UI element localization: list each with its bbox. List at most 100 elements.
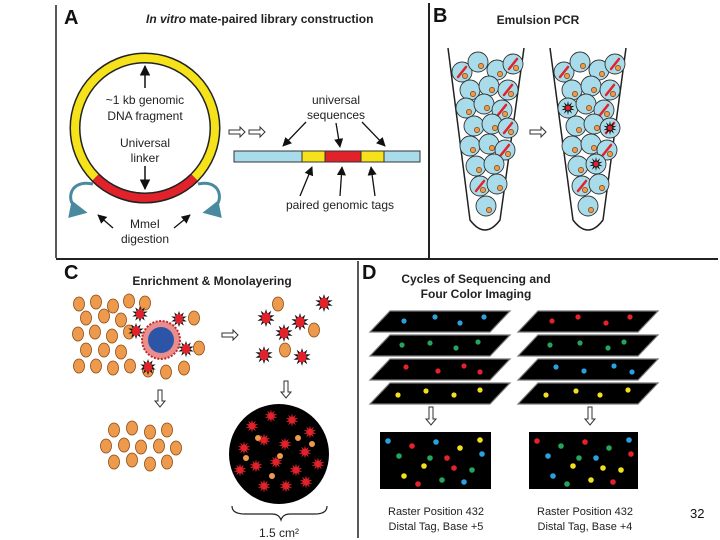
mixed-beads xyxy=(72,293,205,380)
amplified-bead-core xyxy=(607,125,613,131)
spiky-bead xyxy=(143,362,153,372)
scale-brace xyxy=(231,505,328,522)
capture-bead-small xyxy=(494,165,500,171)
bead xyxy=(98,308,110,324)
emulsion-droplet xyxy=(580,75,602,97)
imaging-plane xyxy=(368,310,512,333)
fluorescent-dot xyxy=(553,364,559,370)
process-arrow-b xyxy=(529,125,547,139)
imaging-plane xyxy=(516,382,660,405)
capture-bead-small xyxy=(470,91,476,97)
emulsion-droplet xyxy=(483,153,505,175)
capture-bead-small xyxy=(508,91,514,97)
bead xyxy=(72,326,84,342)
panel-a-letter: A xyxy=(64,7,78,29)
pcr-tube-right xyxy=(549,47,627,231)
composite-dot xyxy=(558,443,564,449)
bead xyxy=(161,422,173,438)
plate-beads xyxy=(233,409,325,493)
dna-template xyxy=(507,57,519,71)
linker-label-2: linker xyxy=(131,151,160,165)
bead xyxy=(126,452,138,468)
bead xyxy=(135,439,147,455)
capture-bead-small xyxy=(505,151,511,157)
capture-bead-small xyxy=(604,111,610,117)
bead xyxy=(272,296,284,312)
emulsion-droplet xyxy=(465,155,487,177)
imaging-plane xyxy=(516,334,660,357)
capture-bead-small xyxy=(489,87,495,93)
composite-dot xyxy=(396,453,402,459)
fluorescent-dot xyxy=(399,342,405,348)
panel-dividers xyxy=(55,3,718,538)
capture-bead-small xyxy=(582,187,588,193)
capture-bead-small xyxy=(470,147,476,153)
fluorescent-dot xyxy=(457,320,463,326)
fluorescent-dot xyxy=(575,314,581,320)
bead xyxy=(80,310,92,326)
fluorescent-dot xyxy=(625,387,631,393)
fluorescent-dot xyxy=(403,364,409,370)
composite-dot xyxy=(534,438,540,444)
bead xyxy=(170,440,182,456)
fluorescent-dot xyxy=(573,388,579,394)
dna-template xyxy=(604,83,616,97)
plate-spiky-bead xyxy=(278,437,292,451)
process-arrow-a xyxy=(228,125,266,139)
bead xyxy=(144,456,156,472)
composite-dot xyxy=(433,439,439,445)
panel-d: D Cycles of Sequencing and Four Color Im… xyxy=(362,262,660,533)
composite-dot xyxy=(415,481,421,487)
composite-dot xyxy=(461,479,467,485)
right-caption-1: Raster Position 432 xyxy=(537,506,633,518)
capture-bead-small xyxy=(591,145,597,151)
capture-bead-small xyxy=(591,87,597,93)
emulsion-droplet xyxy=(459,135,481,157)
bead xyxy=(279,342,291,358)
emulsion-droplet xyxy=(463,115,485,137)
bead xyxy=(124,358,136,374)
emulsion-droplet xyxy=(565,115,587,137)
imaging-plane xyxy=(368,334,512,357)
emulsion-droplet xyxy=(478,75,500,97)
plate-spiky-bead xyxy=(233,463,247,477)
panel-a: A In vitro mate-paired library construct… xyxy=(64,7,421,246)
page-number: 32 xyxy=(690,506,705,521)
bead xyxy=(108,422,120,438)
panel-b: B Emulsion PCR xyxy=(433,5,627,231)
emulsion-droplets-left xyxy=(451,51,524,217)
composite-dot xyxy=(385,438,391,444)
bead xyxy=(90,294,102,310)
fluorescent-dot xyxy=(547,342,553,348)
fluorescent-dot xyxy=(543,392,549,398)
process-arrow-c-down-left xyxy=(153,389,167,408)
bead xyxy=(160,364,172,380)
bead xyxy=(90,358,102,374)
spiky-bead xyxy=(319,297,329,309)
fluorescent-dot xyxy=(477,369,483,375)
composite-dot xyxy=(576,455,582,461)
plate-bead xyxy=(309,441,315,447)
plate-bead xyxy=(269,473,275,479)
fluorescent-dot xyxy=(477,387,483,393)
composite-dot xyxy=(477,437,483,443)
capture-bead-small xyxy=(474,127,480,133)
bead xyxy=(123,293,135,309)
amplified-bead-core xyxy=(565,105,571,111)
dna-template xyxy=(576,179,588,193)
composite-dot xyxy=(628,451,634,457)
spiky-bead xyxy=(181,344,191,354)
process-arrow-d-left xyxy=(424,406,438,426)
panel-a-title-rest: mate-paired library construction xyxy=(186,12,373,26)
bead xyxy=(115,312,127,328)
construct-arrows xyxy=(282,121,386,197)
panel-c-title: Enrichment & Monolayering xyxy=(132,274,291,288)
panel-d-letter: D xyxy=(362,262,376,284)
fluorescent-dot xyxy=(427,340,433,346)
panel-d-title-2: Four Color Imaging xyxy=(421,287,532,301)
right-caption-2: Distal Tag, Base +4 xyxy=(538,521,633,533)
linker-label-1: Universal xyxy=(120,136,170,150)
fluorescent-dot xyxy=(621,339,627,345)
capture-bead-small xyxy=(489,145,495,151)
capture-bead-small xyxy=(610,91,616,97)
